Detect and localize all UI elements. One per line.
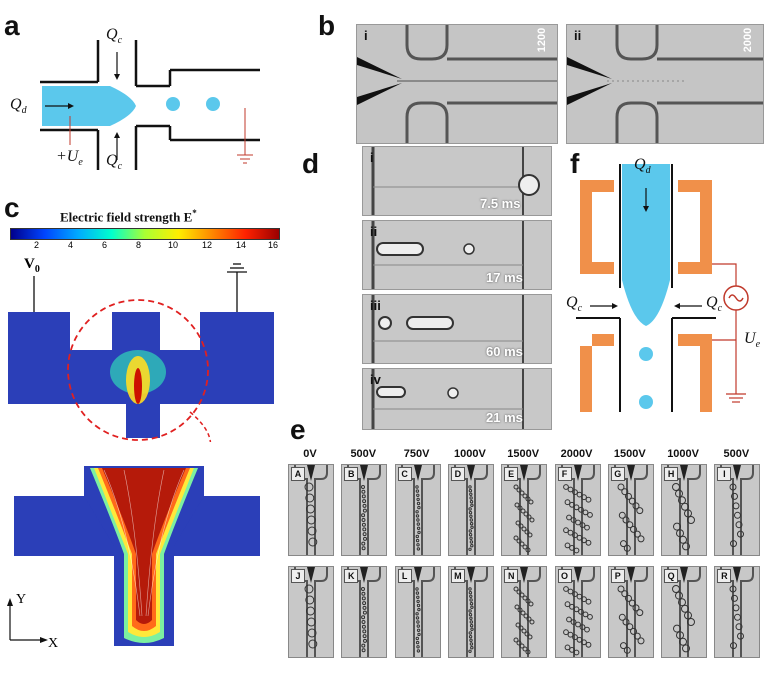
panel-a-label: a [4,10,20,41]
frame-letter: P [610,569,625,583]
qc-top-label: Qc [106,26,123,47]
voltage-label: 1500V [613,448,646,460]
axis-y-label: Y [16,592,27,607]
droplet-frame: R [714,566,761,658]
frame-letter: R [717,569,732,583]
droplet-frame: Q [661,566,708,658]
droplet-frame: P [607,566,654,658]
frame-letter: K [344,569,359,583]
axis-indicator [7,598,48,643]
colorbar-title: Electric field strength E* [60,208,197,225]
droplet-frame: F [554,464,601,556]
droplet-frame: N [501,566,548,658]
frame-letter: I [717,467,732,481]
f-ue-label: Ue [744,330,761,351]
frame-letter: F [557,467,572,481]
panel-e-label: e [290,414,306,445]
frame-letter: Q [664,569,679,583]
frame-letter: G [610,467,625,481]
colorbar-tick: 14 [236,240,247,250]
f-qc-left-label: Qc [566,294,583,315]
panel-d-frame [362,294,552,364]
panel-d-frame [362,368,552,430]
droplet-frame: M [447,566,494,658]
field-simulation-zoom [14,466,260,646]
voltage-label: 1500V [507,448,540,460]
frame-letter: C [397,467,412,481]
droplet-frame: A [288,464,334,556]
colorbar-ticks: 2 4 6 8 10 12 14 16 [10,240,278,254]
panel-d-time: 21 ms [486,410,523,425]
voltage-label: 750V [403,448,430,460]
qc-bottom-label: Qc [106,152,123,173]
colorbar-tick: 8 [136,240,142,250]
panel-b-i-image [356,24,558,144]
frame-letter: L [397,569,412,583]
frame-letter: A [291,467,305,481]
panel-d-time: 60 ms [486,344,523,359]
v0-label: V0 [24,256,40,275]
panel-d-row-label: iii [370,298,381,313]
frame-letter: M [450,569,465,583]
panel-d-row-label: iv [370,372,381,387]
panel-e-grid: 0V 500V 750V 1000V 1500V 2000V 1500V 1000V 500V A… [286,448,766,670]
panel-d-time: 7.5 ms [480,196,521,211]
frame-letter: E [504,467,519,481]
frame-letter: O [557,569,572,583]
colorbar-tick: 2 [34,240,40,250]
voltage-label: 2000V [560,448,593,460]
droplet-frame: H [661,464,708,556]
field-simulation-top [8,263,274,442]
droplet-frame: E [501,464,548,556]
voltage-label: 1000V [453,448,486,460]
voltage-label: 500V [723,448,750,460]
droplet-frame: K [341,566,388,658]
panel-b-i-value: 1200 [536,27,549,53]
panel-d-row-label: i [370,150,374,165]
qd-label: Qd [10,96,27,117]
droplet-frame: G [607,464,654,556]
axis-x-label: X [48,636,59,651]
frame-letter: H [664,467,679,481]
droplet-frame: O [554,566,601,658]
panel-b-ii-value: 2000 [742,27,755,53]
voltage-label: 0V [303,448,317,460]
colorbar-tick: 4 [68,240,74,250]
colorbar-tick: 12 [202,240,213,250]
colorbar-tick: 16 [268,240,279,250]
panel-b-i-label: i [364,28,368,43]
colorbar-tick: 10 [168,240,179,250]
droplet-frame: D [447,464,494,556]
panel-b-ii-image [566,24,764,144]
droplet-frame: C [394,464,441,556]
frame-letter: J [291,569,305,583]
droplet-frame: L [394,566,441,658]
frame-letter: D [450,467,465,481]
droplet-frame: I [714,464,761,556]
panel-f-label: f [570,148,580,179]
voltage-label: 1000V [667,448,699,460]
droplet-frame: B [341,464,388,556]
panel-d-frame [362,220,552,290]
panel-b-label: b [318,10,336,41]
frame-letter: B [344,467,359,481]
panel-d-row-label: ii [370,224,378,239]
ue-label: +Ue [56,148,83,169]
panel-f-schematic [576,164,749,412]
panel-c-label: c [4,192,20,223]
colorbar-tick: 6 [102,240,108,250]
droplet-frame: J [288,566,334,658]
panel-a-schematic [40,40,260,170]
f-qd-label: Qd [634,156,651,177]
frame-letter: N [504,569,519,583]
voltage-label: 500V [350,448,377,460]
panel-d-label: d [302,148,320,179]
panel-b-ii-label: ii [574,28,582,43]
panel-d-frame [362,146,552,216]
panel-d-time: 17 ms [486,270,523,285]
colorbar [10,228,280,240]
f-qc-right-label: Qc [706,294,723,315]
